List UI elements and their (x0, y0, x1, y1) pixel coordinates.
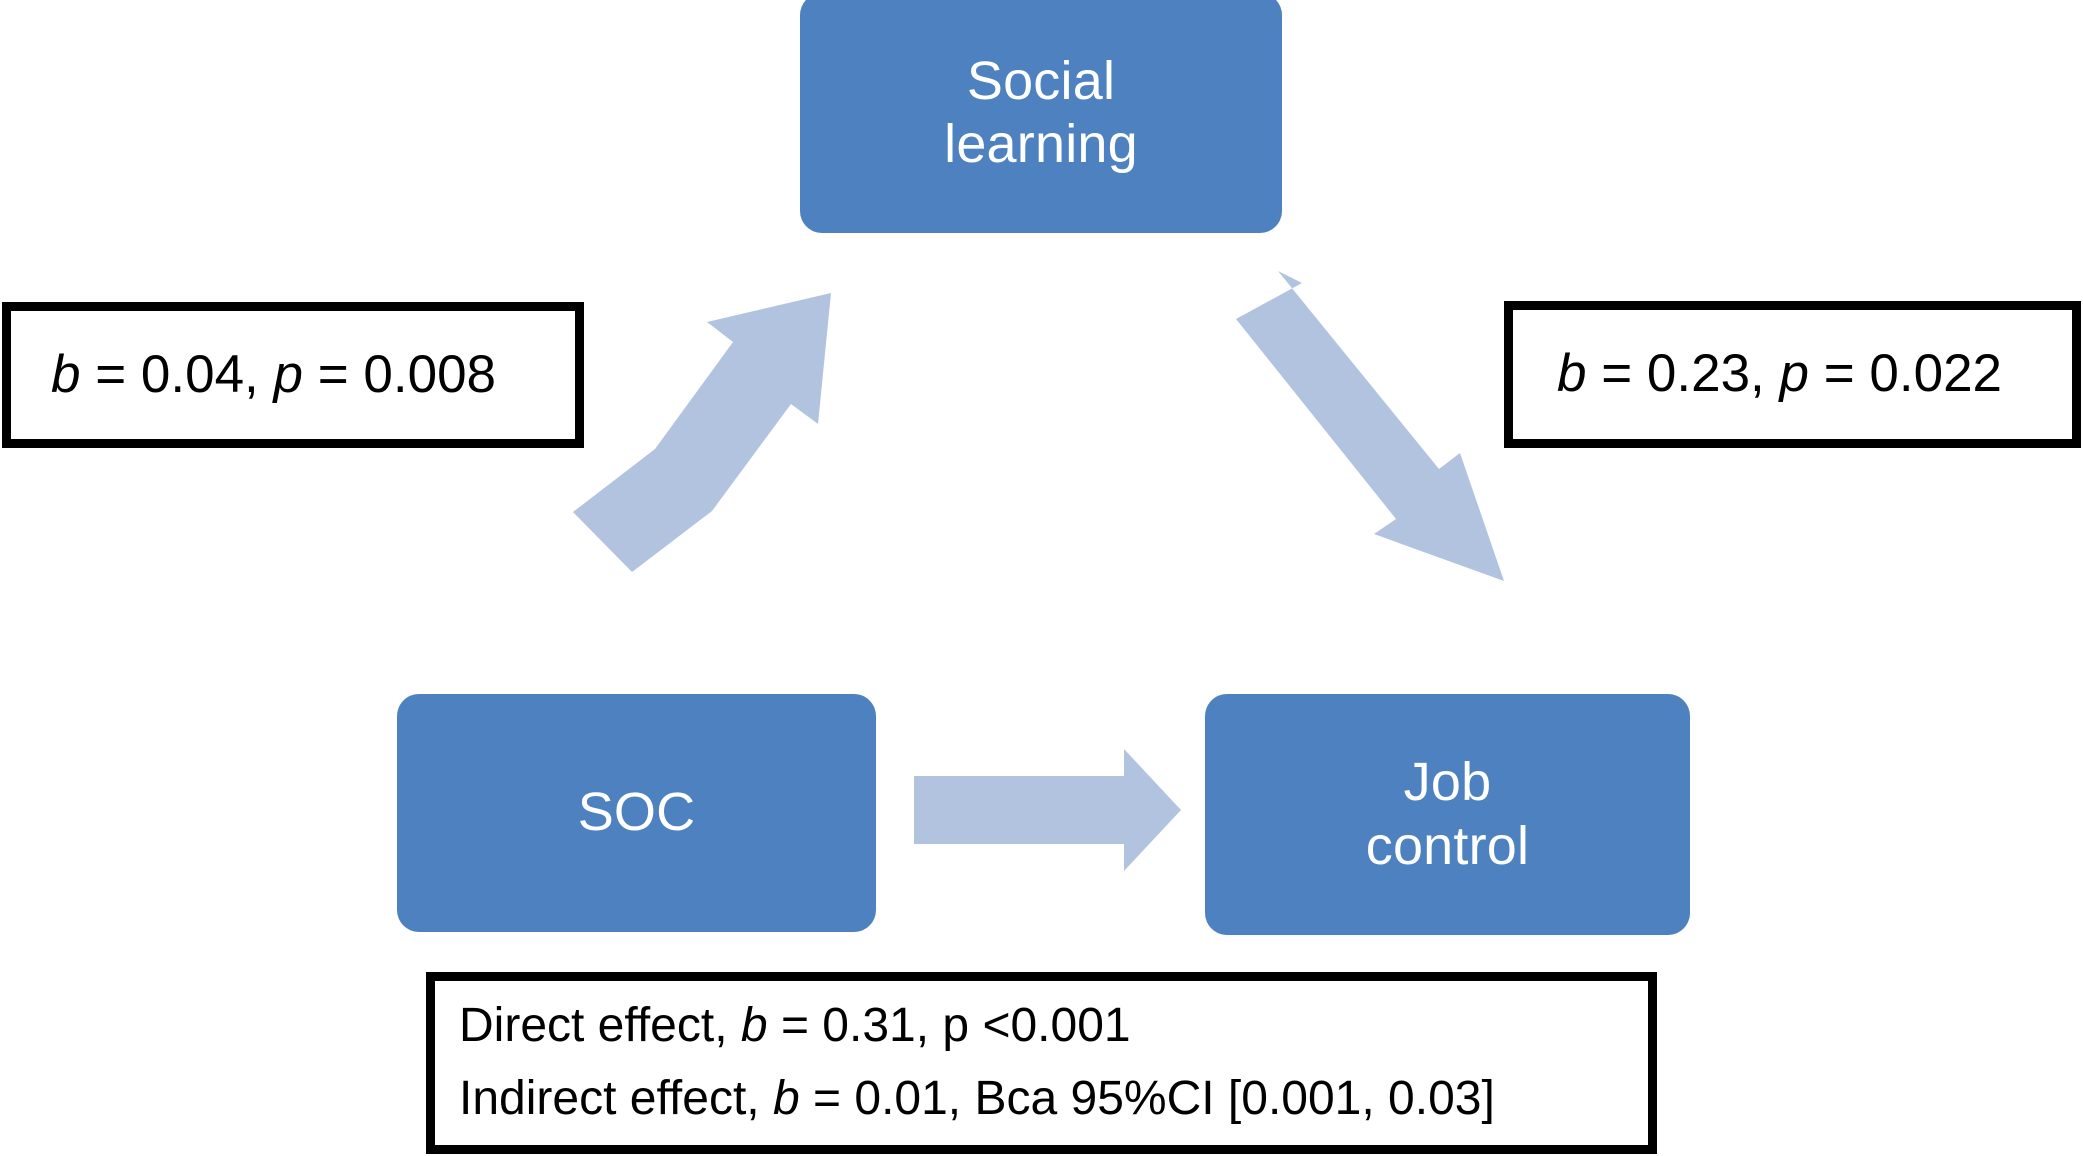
indirect-effect-b-symbol: b (772, 1072, 800, 1125)
indirect-effect-line: Indirect effect, b = 0.01, Bca 95%CI [0.… (459, 1063, 1648, 1136)
b-path-p-value: 0.022 (1869, 344, 2003, 404)
a-path-p-value: 0.008 (363, 344, 497, 404)
direct-effect-space2 (768, 999, 781, 1052)
a-path-p-equals: = (302, 344, 364, 404)
indirect-effect-interval: Bca 95%CI [0.001, 0.03] (974, 1072, 1495, 1125)
arrow-soc-to-job-control (914, 749, 1181, 871)
b-path-b-value: 0.23 (1646, 344, 1751, 404)
arrow-social-learning-to-job-control (1236, 271, 1504, 581)
stat-box-b-path: b = 0.23, p = 0.022 (1504, 301, 2081, 448)
a-path-separator: , (244, 344, 274, 404)
b-path-separator: , (1750, 344, 1780, 404)
direct-effect-space3 (929, 999, 942, 1052)
a-path-statistics: b = 0.04, p = 0.008 (51, 342, 496, 408)
direct-effect-line: Direct effect, b = 0.31, p <0.001 (459, 990, 1648, 1063)
indirect-effect-space3 (961, 1072, 974, 1125)
direct-effect-value: = 0.31, (780, 999, 930, 1053)
direct-effect-b-symbol: b (740, 999, 768, 1053)
stat-box-a-path: b = 0.04, p = 0.008 (2, 302, 584, 448)
node-social-learning-line1: Social (966, 50, 1116, 111)
a-path-b-equals: = (80, 344, 141, 404)
a-path-b-value: 0.04 (140, 344, 245, 404)
node-social-learning[interactable]: Social learning (800, 0, 1282, 233)
indirect-effect-space2 (800, 1072, 813, 1125)
node-social-learning-line2: learning (944, 114, 1138, 174)
a-path-b-symbol: b (51, 344, 81, 404)
b-path-p-symbol: p (1779, 344, 1809, 404)
node-soc[interactable]: SOC (397, 694, 876, 932)
b-path-p-equals: = (1808, 344, 1870, 404)
b-path-statistics: b = 0.23, p = 0.022 (1557, 341, 2002, 407)
node-soc-label: SOC (577, 782, 696, 843)
direct-effect-space1 (728, 999, 741, 1052)
indirect-effect-space1 (760, 1072, 773, 1125)
b-path-b-symbol: b (1557, 344, 1587, 404)
a-path-p-symbol: p (273, 344, 303, 404)
indirect-effect-value: = 0.01, (813, 1072, 962, 1125)
node-job-control-line1: Job (1403, 752, 1492, 813)
b-path-b-equals: = (1586, 344, 1647, 404)
stat-box-effects: Direct effect, b = 0.31, p <0.001 Indire… (426, 972, 1657, 1154)
direct-effect-label: Direct effect, (459, 999, 728, 1053)
node-job-control-line2: control (1365, 815, 1530, 876)
indirect-effect-label: Indirect effect, (459, 1072, 760, 1125)
node-job-control[interactable]: Job control (1205, 694, 1690, 935)
arrow-soc-to-social-learning (573, 293, 831, 572)
direct-effect-significance: p <0.001 (942, 999, 1131, 1053)
